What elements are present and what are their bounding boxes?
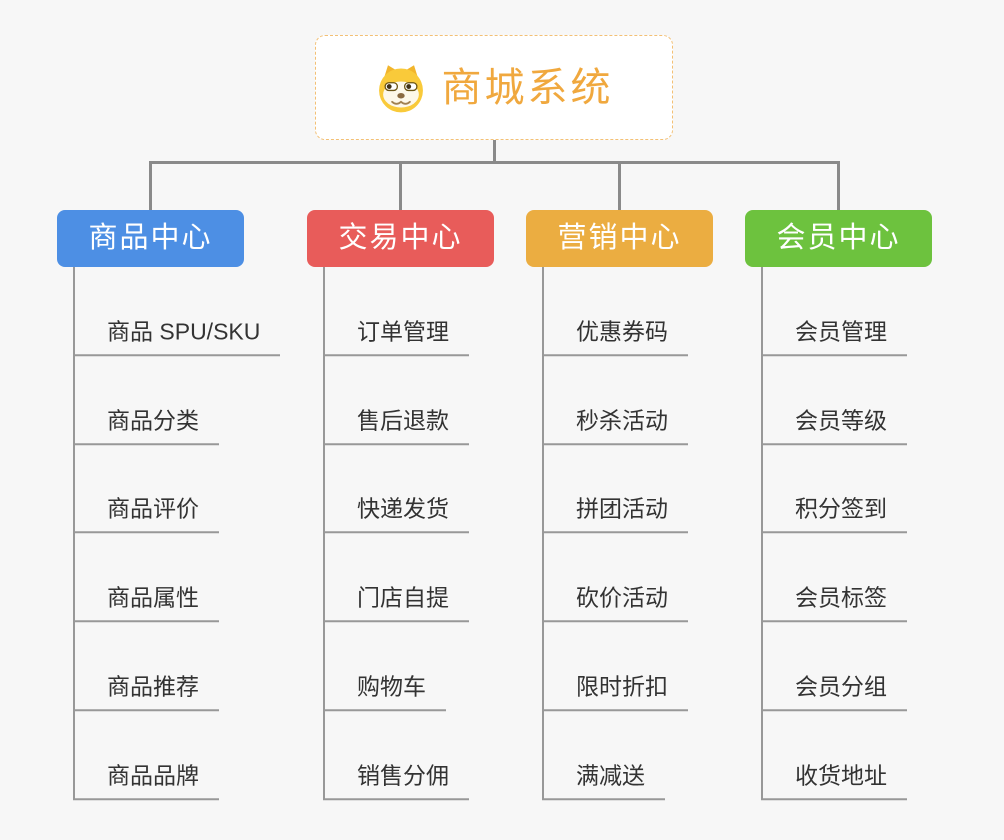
connector-drop-3: [837, 161, 840, 210]
child-node[interactable]: 商品属性: [73, 583, 219, 622]
doge-icon: [378, 64, 423, 112]
branch-label: 交易中心: [338, 222, 463, 254]
branch-column-line-1: [323, 267, 325, 800]
child-node[interactable]: 秒杀活动: [542, 406, 688, 445]
child-node[interactable]: 订单管理: [323, 317, 469, 356]
child-node[interactable]: 拼团活动: [542, 494, 688, 533]
child-node[interactable]: 满减送: [542, 761, 665, 800]
child-node[interactable]: 会员管理: [761, 317, 907, 356]
child-node[interactable]: 购物车: [323, 672, 446, 711]
connector-bus: [149, 161, 840, 164]
child-node[interactable]: 售后退款: [323, 406, 469, 445]
child-node[interactable]: 限时折扣: [542, 672, 688, 711]
child-node[interactable]: 商品 SPU/SKU: [73, 317, 281, 356]
branch-header-3[interactable]: 会员中心: [745, 210, 932, 267]
root-title: 商城系统: [441, 65, 614, 110]
child-node[interactable]: 砍价活动: [542, 583, 688, 622]
child-node[interactable]: 优惠券码: [542, 317, 688, 356]
branch-header-1[interactable]: 交易中心: [307, 210, 494, 267]
child-node[interactable]: 商品品牌: [73, 761, 219, 800]
connector-drop-0: [149, 161, 152, 210]
branch-header-2[interactable]: 营销中心: [526, 210, 713, 267]
child-node[interactable]: 商品分类: [73, 406, 219, 445]
child-node[interactable]: 商品推荐: [73, 672, 219, 711]
child-node[interactable]: 商品评价: [73, 494, 219, 533]
child-node[interactable]: 快递发货: [323, 494, 469, 533]
branch-header-0[interactable]: 商品中心: [57, 210, 244, 267]
root-node[interactable]: 商城系统: [315, 35, 673, 140]
branch-label: 商品中心: [88, 222, 213, 254]
connector-drop-2: [618, 161, 621, 210]
child-node[interactable]: 会员分组: [761, 672, 907, 711]
child-node[interactable]: 会员标签: [761, 583, 907, 622]
child-node[interactable]: 销售分佣: [323, 761, 469, 800]
branch-label: 会员中心: [776, 222, 901, 254]
connector-drop-1: [399, 161, 402, 210]
child-node[interactable]: 收货地址: [761, 761, 907, 800]
branch-column-line-2: [542, 267, 544, 800]
connector-root-stem: [492, 140, 496, 164]
child-node[interactable]: 门店自提: [323, 583, 469, 622]
branch-label: 营销中心: [557, 222, 682, 254]
branch-column-line-0: [73, 267, 75, 800]
child-node[interactable]: 会员等级: [761, 406, 907, 445]
branch-column-line-3: [761, 267, 763, 800]
child-node[interactable]: 积分签到: [761, 494, 907, 533]
